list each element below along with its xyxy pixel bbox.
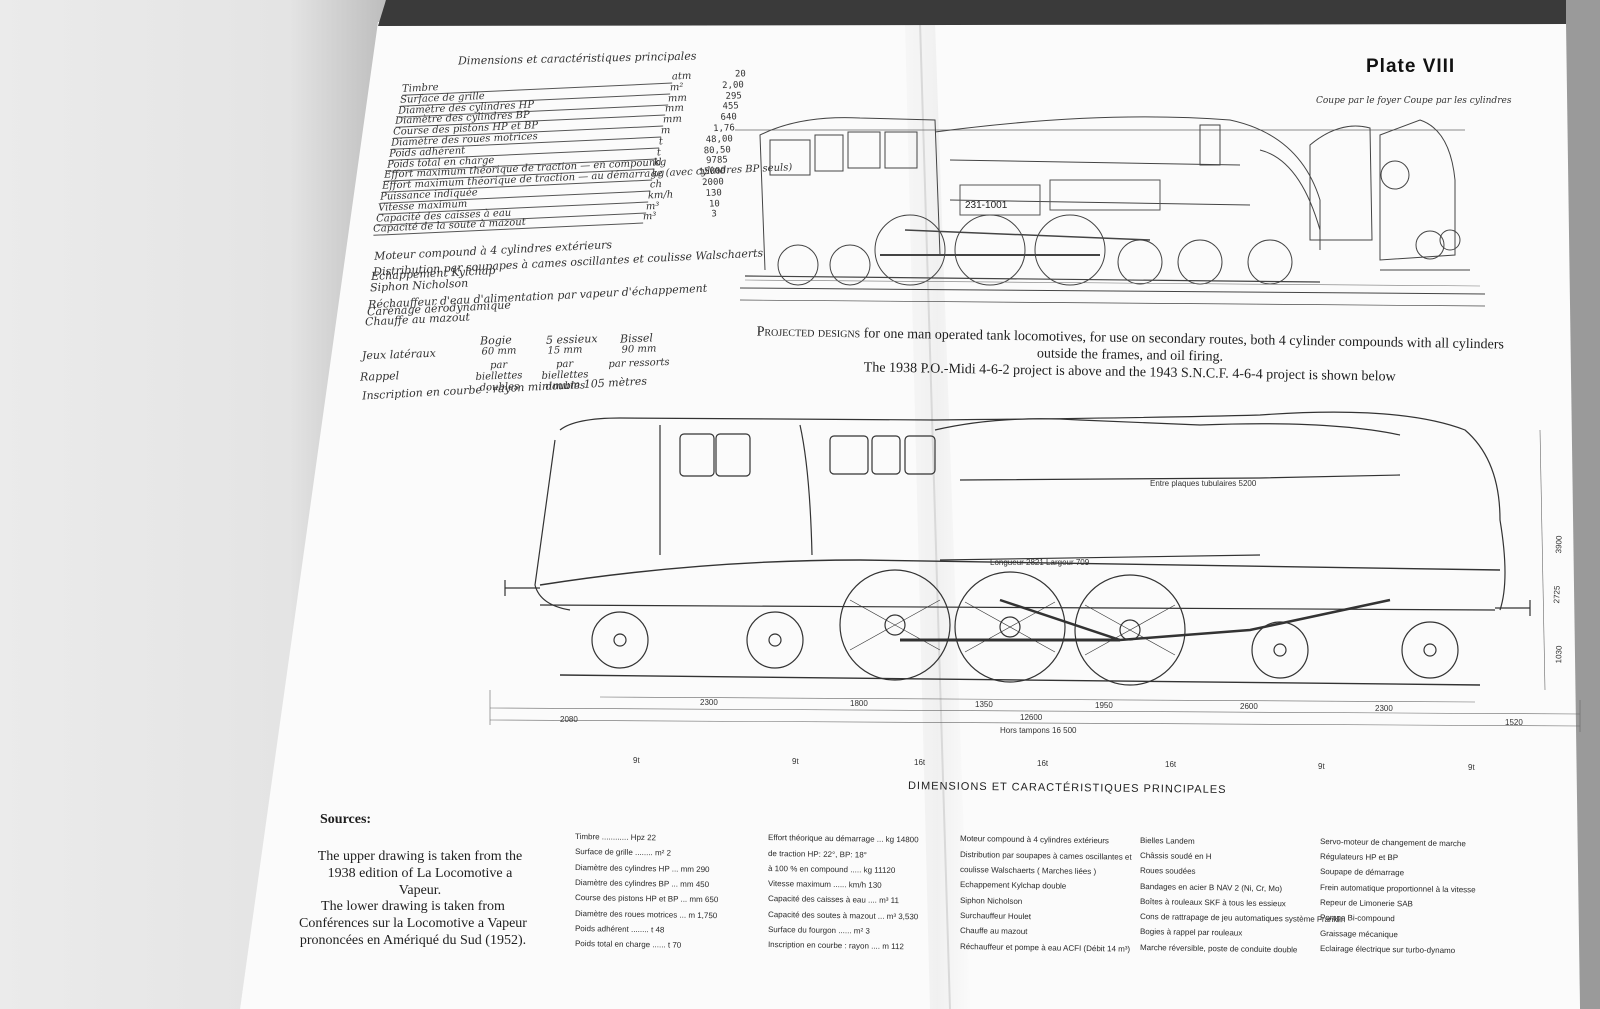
lower-table-cell: Châssis soudé en H	[1139, 850, 1212, 862]
lower-table-cell: Surface du fourgon ...... m² 3	[767, 925, 870, 936]
svg-text:1950: 1950	[1095, 701, 1113, 710]
svg-text:9t: 9t	[1468, 763, 1475, 772]
lower-table-cell: Bandages en acier B NAV 2 (Ni, Cr, Mo)	[1139, 881, 1283, 893]
lower-table-cell: Timbre ............ Hpz 22	[574, 832, 657, 843]
lower-dimension-labels: 2080 2300 1800 1350 1950 2600 2300 1520 …	[560, 479, 1523, 772]
lower-locomotive-drawing	[489, 411, 1581, 732]
bogie-cell: 15 mm	[547, 344, 583, 357]
svg-text:Longueur 2821 Largeur 709: Longueur 2821 Largeur 709	[990, 558, 1090, 567]
lower-table-cell: Siphon Nicholson	[959, 895, 1023, 906]
source-lower-note: The lower drawing is taken from Conféren…	[299, 899, 527, 948]
svg-text:9t: 9t	[792, 757, 799, 766]
svg-text:2300: 2300	[700, 698, 718, 707]
lower-table-cell: Bielles Landem	[1139, 835, 1195, 846]
height-label-3: 1030	[1554, 645, 1564, 664]
lower-table-cell: Chauffe au mazout	[959, 926, 1028, 937]
lower-table-cell: Pompe Bi-compound	[1319, 913, 1395, 924]
svg-text:2080: 2080	[560, 715, 578, 724]
lower-table-cell: Diamètre des cylindres BP ... mm 450	[574, 877, 710, 889]
bogie-row-label: Jeux latéraux	[361, 346, 437, 363]
upper-locomotive-drawing: 231-1001	[735, 116, 1486, 307]
lower-table-cell: Repeur de Limonerie SAB	[1319, 898, 1414, 909]
svg-text:12600: 12600	[1020, 713, 1043, 722]
svg-text:1520: 1520	[1505, 718, 1523, 727]
svg-text:16t: 16t	[914, 758, 926, 767]
height-label-2: 2725	[1552, 585, 1562, 604]
lower-table-cell: Capacité des soutes à mazout ... m³ 3,53…	[767, 909, 919, 922]
lower-table-cell: Poids total en charge ...... t 70	[574, 939, 682, 950]
svg-text:2600: 2600	[1240, 702, 1258, 711]
bogie-cell: 60 mm	[481, 345, 517, 358]
lower-table-cell: Régulateurs HP et BP	[1319, 852, 1399, 863]
svg-text:2300: 2300	[1375, 704, 1393, 713]
lower-table-cell: Diamètre des roues motrices ... m 1,750	[574, 908, 718, 920]
svg-text:Entre plaques tubulaires 5200: Entre plaques tubulaires 5200	[1150, 479, 1257, 488]
svg-text:16t: 16t	[1165, 760, 1177, 769]
bogie-cell: par ressorts	[608, 356, 670, 371]
svg-text:Hors tampons 16 500: Hors tampons 16 500	[1000, 726, 1077, 735]
number-plate: 231-1001	[965, 200, 1008, 211]
svg-text:9t: 9t	[633, 756, 640, 765]
lower-table-cell: Surface de grille ........ m² 2	[574, 847, 672, 858]
svg-text:9t: 9t	[1318, 762, 1325, 771]
spec-value: 3	[711, 209, 718, 220]
svg-text:1800: 1800	[850, 699, 868, 708]
source-upper-note: The upper drawing is taken from the 1938…	[317, 849, 523, 898]
bogie-row-label: Rappel	[359, 369, 400, 384]
svg-text:16t: 16t	[1037, 759, 1049, 768]
caption-lead: Projected designs	[756, 324, 861, 342]
spec-unit: m³	[643, 211, 658, 223]
lower-table-cell: de traction HP: 22°, BP: 18°	[767, 848, 867, 860]
bogie-cell: 90 mm	[621, 343, 657, 356]
lower-table-cell: Poids adhérent ........ t 48	[574, 923, 665, 935]
lower-table-cell: à 100 % en compound ..... kg 11120	[767, 863, 896, 875]
lower-table-cell: Diamètre des cylindres HP ... mm 290	[574, 862, 710, 874]
sources-title: Sources:	[320, 812, 372, 827]
lower-table-cell: Roues soudées	[1139, 866, 1196, 877]
svg-text:1350: 1350	[975, 700, 993, 709]
lower-table-cell: Surchauffeur Houlet	[959, 910, 1032, 922]
lower-table-cell: Vitesse maximum ...... km/h 130	[767, 879, 882, 890]
lower-table-cell: Graissage mécanique	[1319, 928, 1398, 939]
section-view-labels: Coupe par le foyer Coupe par les cylindr…	[1316, 96, 1512, 106]
lower-table-cell: Soupape de démarrage	[1319, 867, 1405, 878]
height-label-1: 3900	[1554, 535, 1564, 554]
plate-title: Plate VIII	[1366, 56, 1456, 77]
